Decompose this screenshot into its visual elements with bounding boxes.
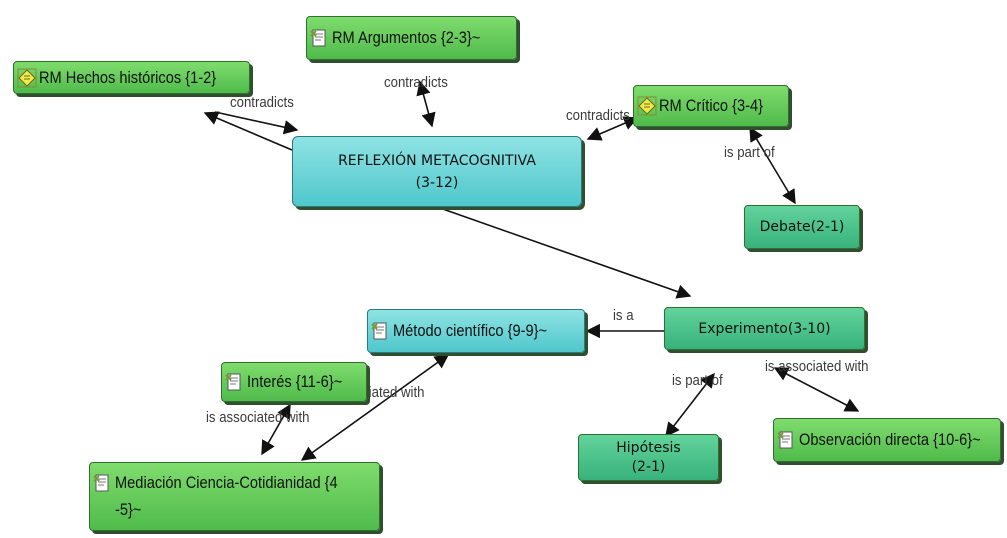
edge-label-contradicts-critico: contradicts (566, 107, 630, 124)
edge-label-contradicts-argumentos: contradicts (384, 74, 448, 91)
edge-reflexion-experimento (439, 207, 692, 299)
diamond-quote-icon (637, 96, 657, 116)
edge-label-is-part-of-hipotesis: is part of (672, 372, 723, 389)
node-rm-argumentos[interactable]: RM Argumentos {2-3}~ (306, 16, 517, 60)
edge-label-contradicts-hechos: contradicts (230, 94, 294, 111)
node-hipotesis[interactable]: Hipótesis (2-1) (578, 434, 719, 481)
diamond-quote-icon (17, 68, 37, 87)
edge-contradicts-hechos-a (203, 111, 293, 151)
document-quote-icon (371, 322, 387, 340)
node-debate[interactable]: Debate(2-1) (744, 205, 860, 249)
edge-label-is-associated-with-observacion: is associated with (765, 358, 869, 375)
node-rm-hechos-historicos[interactable]: RM Hechos históricos {1-2} (13, 61, 250, 94)
node-label: Observación directa {10-6}~ (799, 430, 981, 449)
edge-is-part-of-hipotesis (665, 372, 715, 438)
node-observacion-directa[interactable]: Observación directa {10-6}~ (773, 418, 1001, 462)
edge-label-is-a: is a (613, 307, 634, 324)
document-quote-icon (93, 474, 109, 492)
node-rm-critico[interactable]: RM Crítico {3-4} (633, 85, 789, 127)
node-experimento[interactable]: Experimento(3-10) (664, 307, 865, 350)
edge-label-is-part-of-debate: is part of (724, 144, 775, 161)
node-label: Hipótesis (2-1) (616, 439, 681, 475)
edge-label-is-associated-with-interes: is associated with (206, 409, 310, 426)
node-label: Método científico {9-9}~ (393, 321, 548, 340)
node-interes[interactable]: Interés {11-6}~ (221, 362, 367, 402)
node-label: REFLEXIÓN METACOGNITIVA (3-12) (338, 152, 536, 191)
edge-contradicts-argumentos (416, 80, 436, 128)
document-quote-icon (777, 431, 793, 449)
document-quote-icon (225, 373, 241, 391)
node-label: Mediación Ciencia-Cotidianidad {4 -5}~ (115, 473, 338, 519)
node-label: Interés {11-6}~ (247, 372, 343, 391)
node-reflexion-metacognitiva[interactable]: REFLEXIÓN METACOGNITIVA (3-12) (292, 136, 582, 207)
edge-contradicts-hechos-b (214, 111, 299, 135)
node-mediacion-ciencia-cotidianidad[interactable]: Mediación Ciencia-Cotidianidad {4 -5}~ (89, 462, 380, 531)
edge-is-associated-with-interes (261, 403, 291, 456)
edge-label-is-associated-with-metodo: is associated with (370, 384, 425, 401)
node-label: RM Argumentos {2-3}~ (332, 28, 481, 47)
node-label: Debate(2-1) (759, 219, 845, 235)
edge-is-associated-with-metodo (300, 354, 450, 461)
edge-is-associated-with-observacion (773, 367, 860, 412)
node-label: Experimento(3-10) (698, 320, 831, 337)
node-metodo-cientifico[interactable]: Método científico {9-9}~ (367, 309, 585, 353)
edge-contradicts-critico (586, 116, 639, 141)
node-label: RM Hechos históricos {1-2} (39, 67, 217, 87)
document-quote-icon (310, 29, 326, 47)
node-label: RM Crítico {3-4} (659, 96, 764, 115)
edge-is-part-of-debate (749, 126, 796, 205)
